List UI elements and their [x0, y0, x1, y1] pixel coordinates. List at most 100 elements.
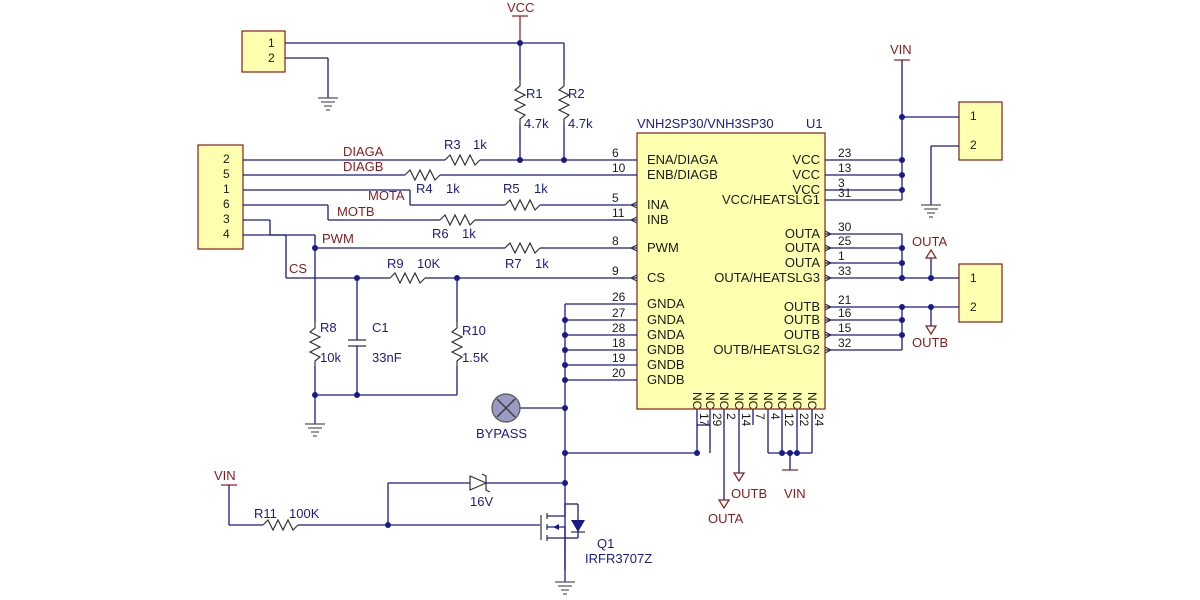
ic-right-pin-number: 13 [838, 161, 852, 175]
mota-label: MOTA [368, 188, 405, 203]
ic-ref-label: U1 [806, 116, 823, 131]
ic-bottom-pin-name: NC [805, 392, 819, 410]
ic-right-pin-name: OUTA/HEATSLG3 [714, 270, 820, 285]
r7-ref: R7 [505, 256, 522, 271]
vin-top-label: VIN [890, 42, 912, 57]
ic-right-pin-number: 21 [838, 293, 852, 307]
ic-pin-direction [629, 216, 638, 224]
r9-ref: R9 [387, 256, 404, 271]
ic-pin-direction [824, 274, 833, 282]
ic-pin-direction [824, 259, 833, 267]
zener-value: 16V [470, 494, 493, 509]
r2-value: 4.7k [568, 116, 593, 131]
ic-right-pin-number: 32 [838, 336, 852, 350]
ic-left-pin-number: 10 [612, 161, 626, 175]
motb-net: MOTB R6 1k [243, 204, 620, 241]
connector-left-pin-4: 4 [223, 227, 230, 241]
ic-bottom-pin-number: 22 [797, 413, 811, 427]
connector-vin-pin-1: 1 [970, 109, 977, 123]
ic-bottom-pin-name: NC [703, 392, 717, 410]
ic-left-pin-name: GNDB [647, 357, 685, 372]
ic-bottom-pin-name: NC [690, 392, 704, 410]
motb-label: MOTB [337, 204, 375, 219]
ic-left-pin-name: ENA/DIAGA [647, 152, 718, 167]
ic-left-pin-name: GNDB [647, 372, 685, 387]
ic-part-label: VNH2SP30/VNH3SP30 [637, 116, 774, 131]
ground-symbol [318, 97, 338, 111]
r8-ref: R8 [320, 320, 337, 335]
cs-label: CS [289, 261, 307, 276]
ic-left-pin-name: CS [647, 270, 665, 285]
c1-ref: C1 [372, 320, 389, 335]
ic-left-pin-number: 26 [612, 290, 626, 304]
ground-symbol [305, 423, 325, 437]
ic-right-pin-number: 33 [838, 264, 852, 278]
r1-value: 4.7k [524, 116, 549, 131]
r1-ref: R1 [526, 86, 543, 101]
r2-ref: R2 [568, 86, 585, 101]
outa-right-label: OUTA [912, 234, 947, 249]
ic-left-pin-name: PWM [647, 240, 679, 255]
mosfet-q1 [540, 503, 585, 582]
ic-right-pin-name: OUTA [785, 226, 820, 241]
outa-bottom-label: OUTA [708, 511, 743, 526]
ic-bottom-pin-number: 17 [697, 413, 711, 427]
connector-left: 2 5 1 6 3 4 [197, 144, 244, 250]
ic-left-pin-number: 11 [612, 206, 625, 220]
connector-left-pin-2: 2 [223, 152, 230, 166]
vin-left-label: VIN [214, 468, 236, 483]
ic-bottom-pin-name: NC [746, 392, 760, 410]
connector-left-pin-5: 5 [223, 167, 230, 181]
ic-right-pin-name: OUTB [784, 299, 820, 314]
pwm-label: PWM [322, 231, 354, 246]
vcc-right-net: VIN [842, 42, 959, 218]
bypass-label: BYPASS [476, 426, 527, 441]
ic-left-pin-number: 27 [612, 306, 626, 320]
connector-out-pin-1: 1 [970, 271, 977, 285]
diagb-net: DIAGB R4 1k [243, 159, 620, 196]
r3-value: 1k [473, 137, 487, 152]
ic-bottom-pin-number: 12 [782, 413, 796, 427]
r6-ref: R6 [432, 226, 449, 241]
ic-bottom-pin-number: 29 [710, 413, 724, 427]
ic-pin-direction [824, 244, 833, 252]
ic-bottom-pin-name: NC [775, 392, 789, 410]
ic-right-pin-number: 1 [838, 249, 845, 263]
mota-net: MOTA R5 1k [243, 181, 620, 212]
r11-value: 100K [289, 506, 320, 521]
ic-body [636, 132, 826, 410]
ic-bottom-pin-name: NC [732, 392, 746, 410]
ic-right-pin-name: OUTB [784, 312, 820, 327]
outb-bottom-label: OUTB [731, 486, 767, 501]
ic-left-pin-name: GNDA [647, 327, 685, 342]
r4-ref: R4 [416, 181, 433, 196]
diaga-label: DIAGA [343, 144, 384, 159]
ic-left-pin-number: 6 [612, 146, 619, 160]
ic-right-pin-name: OUTB [784, 327, 820, 342]
bottom-nets: OUTA OUTB VIN [708, 425, 813, 526]
outb-net: OUTB [842, 304, 959, 351]
r9-value: 10K [417, 256, 440, 271]
r11-ref: R11 [254, 506, 277, 521]
ic-right-pin-number: 23 [838, 146, 852, 160]
connector-vin: 1 2 [958, 101, 1003, 161]
ic-right-pin-number: 25 [838, 234, 852, 248]
ic-right-pin-number: 30 [838, 220, 852, 234]
ic-pin-direction [824, 316, 833, 324]
ic-right-pin-number: 16 [838, 306, 852, 320]
ic-right-pin-name: VCC/HEATSLG1 [722, 192, 820, 207]
r6-value: 1k [462, 226, 476, 241]
ic-bottom-pin-name: NC [761, 392, 775, 410]
vcc-label: VCC [507, 0, 534, 15]
q1-value: IRFR3707Z [585, 551, 652, 566]
diaga-net: DIAGA R3 1k [243, 137, 620, 167]
connector-top-pin-2: 2 [268, 51, 275, 65]
ic-pin-direction [824, 331, 833, 339]
ic-bottom-pin-name: NC [790, 392, 804, 410]
ic-pin-direction [629, 274, 638, 282]
connector-top: 1 2 [241, 30, 520, 111]
r4-value: 1k [446, 181, 460, 196]
connector-left-pin-1: 1 [223, 182, 230, 196]
ic-pin-direction [824, 303, 833, 311]
ic-left-pin-name: INB [647, 212, 669, 227]
